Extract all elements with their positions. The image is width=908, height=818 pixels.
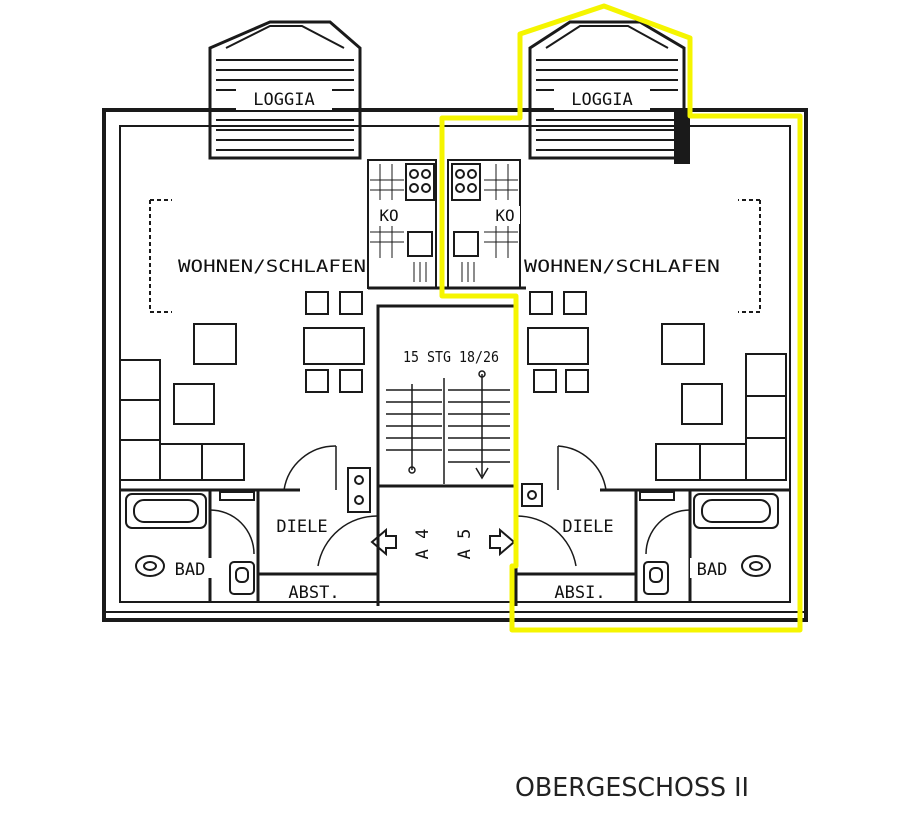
interior-walls — [120, 286, 790, 606]
entry-arrows — [370, 527, 516, 557]
living-left-label: WOHNEN/SCHLAFEN — [178, 257, 366, 277]
hall-left-label: DIELE — [276, 517, 327, 537]
unit-highlight — [439, 3, 803, 633]
doors — [209, 445, 691, 567]
room-labels: LOGGIA LOGGIA KO KO WOHNEN/SCHLAFEN WOHN… — [168, 90, 734, 603]
storage-left-label: ABST. — [288, 583, 339, 603]
furniture-left — [119, 199, 365, 481]
meters — [347, 467, 543, 513]
hall-right-label: DIELE — [562, 517, 613, 537]
apt-left-label: A 4 — [413, 529, 433, 560]
outer-walls — [102, 108, 808, 622]
bath-right-label: BAD — [697, 560, 728, 580]
kitchen-right-label: KO — [495, 206, 514, 225]
bath-right — [639, 491, 779, 595]
kitchen-left — [367, 159, 437, 289]
apt-right-label: A 5 — [455, 529, 475, 560]
stair-label: 15 STG 18/26 — [403, 348, 499, 366]
kitchen-left-label: KO — [379, 206, 398, 225]
loggia-right-label: LOGGIA — [571, 90, 632, 110]
storage-right-label: ABSI. — [554, 583, 605, 603]
furniture-right — [527, 199, 787, 481]
loggia-left-label: LOGGIA — [253, 90, 314, 110]
bath-left-label: BAD — [175, 560, 206, 580]
stairs — [386, 370, 510, 484]
bath-left — [125, 491, 255, 595]
floor-title: OBERGESCHOSS II — [515, 773, 749, 803]
living-right-label: WOHNEN/SCHLAFEN — [524, 257, 720, 277]
